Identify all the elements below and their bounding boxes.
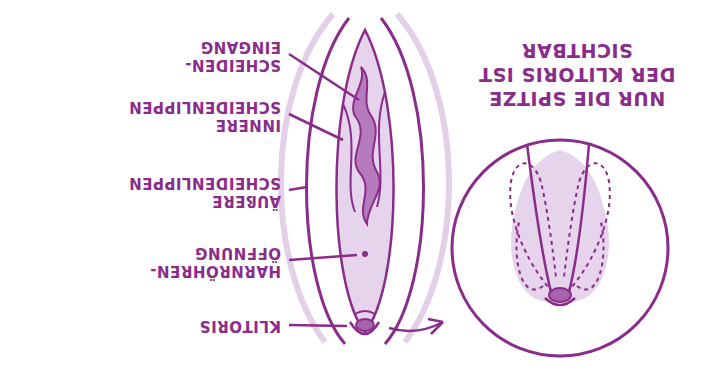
heading-note: NUR DIE SPITZE DER KLITORIS IST SICHTBAR (467, 39, 687, 110)
part-label: SCHEIDEN- EINGANG (121, 38, 281, 74)
part-label: ÄUßERE SCHEIDENLIPPEN (121, 174, 281, 210)
part-label: KLITORIS (121, 317, 281, 335)
part-label: HARNRÖHREN- ÖFFNUNG (121, 244, 281, 280)
part-label: INNERE SCHEIDENLIPPEN (121, 98, 281, 134)
